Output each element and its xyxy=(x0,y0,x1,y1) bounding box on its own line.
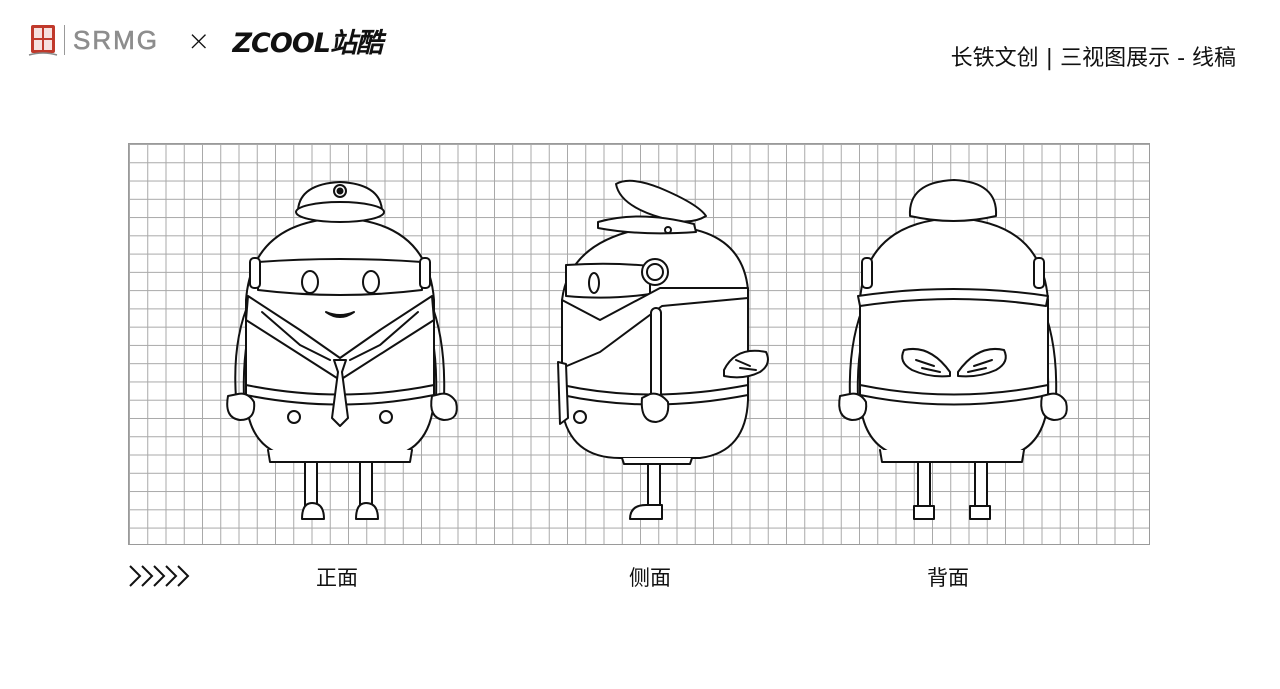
side-view-drawing xyxy=(557,179,769,520)
separator-x: × xyxy=(187,23,211,57)
logo-divider xyxy=(64,25,65,55)
page-title: 长铁文创 | 三视图展示 - 线稿 xyxy=(950,46,1236,71)
red-seal-icon xyxy=(28,25,58,56)
back-view-drawing xyxy=(838,179,1068,520)
brand-zcool: ZCOOL站酷 xyxy=(232,27,383,59)
label-front: 正面 xyxy=(316,566,358,590)
front-view-drawing xyxy=(226,181,458,520)
brand-srmg: SRMG xyxy=(73,24,159,55)
chevron-arrows-icon xyxy=(129,565,190,587)
label-side: 侧面 xyxy=(629,566,671,590)
header-logos: SRMG × ZCOOL站酷 xyxy=(28,20,383,60)
label-back: 背面 xyxy=(927,566,969,590)
